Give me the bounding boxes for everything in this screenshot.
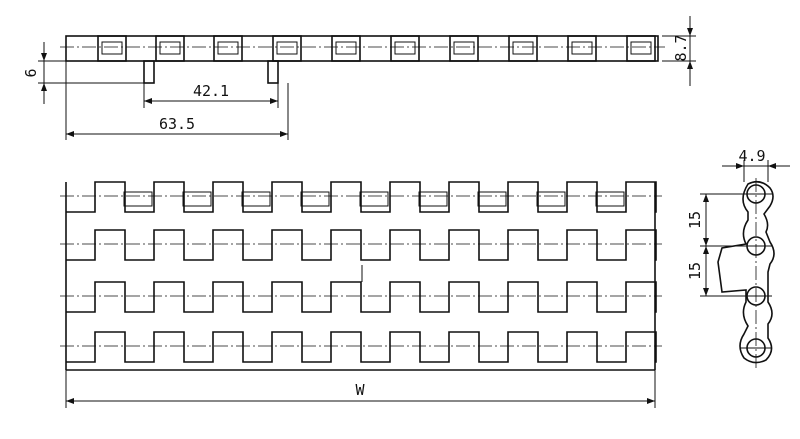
plan-row-profile	[66, 229, 657, 261]
edge-view-body	[65, 35, 659, 62]
edge-knuckle-slot	[217, 41, 239, 55]
edge-knuckle	[155, 35, 185, 62]
edge-knuckle-slot	[630, 41, 652, 55]
tab-right	[267, 60, 279, 84]
dimension-top-height: 8.7	[662, 16, 696, 86]
plan-view-rows	[60, 181, 662, 371]
dim-label-tab-height: 6	[22, 68, 40, 77]
edge-knuckle	[449, 35, 479, 62]
edge-knuckle-slot	[159, 41, 181, 55]
edge-knuckle-slot	[335, 41, 357, 55]
edge-knuckle-slot	[276, 41, 298, 55]
plan-row-profile	[66, 181, 657, 213]
plan-pin-slot	[418, 191, 448, 207]
plan-pin-slot	[477, 191, 507, 207]
edge-knuckle	[567, 35, 597, 62]
plan-pin-slot	[182, 191, 212, 207]
dim-label-side-pitch-lower: 15	[686, 262, 704, 280]
dimension-side-thickness: 4.9	[722, 147, 790, 182]
edge-view-knuckles	[97, 35, 656, 62]
plan-pin-slot	[123, 191, 153, 207]
plan-row-profile	[66, 331, 657, 363]
tab-left	[143, 60, 155, 84]
dimension-tab-pitch: 42.1	[143, 82, 279, 108]
edge-knuckle	[272, 35, 302, 62]
plan-view	[60, 181, 662, 371]
plan-pin-slot	[359, 191, 389, 207]
plan-pin-slot	[536, 191, 566, 207]
edge-knuckle	[626, 35, 656, 62]
dim-label-tab-span: 63.5	[159, 115, 195, 133]
top-edge-view	[60, 35, 665, 84]
edge-knuckle-slot	[512, 41, 534, 55]
dimension-side-pitch: 15 15	[686, 193, 745, 297]
dim-label-tab-pitch: 42.1	[193, 82, 229, 100]
edge-knuckle	[390, 35, 420, 62]
plan-pin-slot	[241, 191, 271, 207]
plan-pin-slot	[595, 191, 625, 207]
edge-knuckle	[508, 35, 538, 62]
edge-knuckle	[213, 35, 243, 62]
edge-knuckle-slot	[453, 41, 475, 55]
side-view	[717, 178, 775, 368]
edge-knuckle-slot	[101, 41, 123, 55]
dim-label-side-thickness: 4.9	[738, 147, 765, 165]
dimension-tab-height: 6	[22, 42, 144, 104]
side-link-outline	[717, 180, 775, 364]
edge-knuckle	[331, 35, 361, 62]
dimension-tab-span: 63.5	[65, 61, 289, 140]
plan-pin-slot	[300, 191, 330, 207]
dim-label-side-pitch-upper: 15	[686, 211, 704, 229]
dim-label-width: W	[355, 381, 365, 399]
dim-label-top-height: 8.7	[672, 34, 690, 61]
plan-row-profile	[66, 281, 657, 313]
dimension-width: W	[65, 370, 656, 408]
edge-knuckle-slot	[571, 41, 593, 55]
edge-knuckle-slot	[394, 41, 416, 55]
